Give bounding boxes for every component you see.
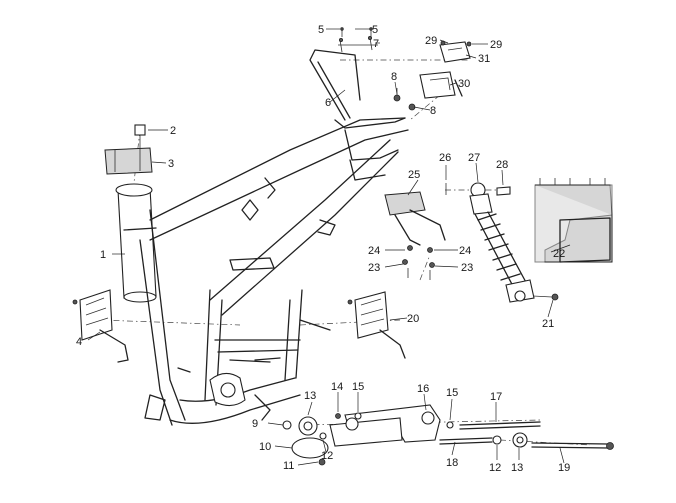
callout-label: 7 xyxy=(373,38,379,50)
callout-label: 5 xyxy=(318,24,324,36)
callout-label: 4 xyxy=(76,336,82,348)
callout-label: 17 xyxy=(490,391,502,403)
callout-label: 27 xyxy=(468,152,480,164)
callout-label: 28 xyxy=(496,159,508,171)
assembly-lines xyxy=(99,59,591,446)
callout-label: 16 xyxy=(417,383,429,395)
main-frame xyxy=(115,117,446,426)
bolt-21 xyxy=(532,293,559,301)
callout-label: 24 xyxy=(459,245,471,257)
callout-label: 5 xyxy=(372,24,378,36)
callout-label: 12 xyxy=(321,450,333,462)
engine-hanger xyxy=(282,404,614,466)
callout-label: 22 xyxy=(553,248,565,260)
callout-label: 13 xyxy=(304,390,316,402)
callout-label: 3 xyxy=(168,158,174,170)
callout-labels: 5 5 6 7 8 8 9 10 11 12 12 13 13 14 15 15… xyxy=(76,24,570,474)
callout-label: 23 xyxy=(461,262,473,274)
rear-shock xyxy=(445,182,535,303)
top-bracket xyxy=(419,40,472,99)
callout-label: 13 xyxy=(511,462,523,474)
callout-label: 8 xyxy=(430,105,436,117)
callout-label: 10 xyxy=(259,441,271,453)
callout-label: 1 xyxy=(100,249,106,261)
callout-label: 2 xyxy=(170,125,176,137)
footrest-right xyxy=(347,291,406,359)
callout-label: 24 xyxy=(368,245,380,257)
callout-label: 26 xyxy=(439,152,451,164)
callout-label: 20 xyxy=(407,313,419,325)
callout-label: 15 xyxy=(446,387,458,399)
callout-label: 21 xyxy=(542,318,554,330)
callout-label: 15 xyxy=(352,381,364,393)
callout-label: 8 xyxy=(391,71,397,83)
callout-label: 14 xyxy=(331,381,343,393)
footrest-left xyxy=(72,289,129,363)
callout-label: 9 xyxy=(252,418,258,430)
support-bar xyxy=(309,36,378,121)
callout-label: 29 xyxy=(490,39,502,51)
steering-bracket xyxy=(104,124,153,175)
bolts-23-24 xyxy=(402,245,435,280)
callout-label: 11 xyxy=(283,460,294,472)
callout-label: 18 xyxy=(446,457,458,469)
inner-mudguard xyxy=(534,178,613,263)
bolts-8 xyxy=(393,88,416,111)
callout-label: 12 xyxy=(489,462,501,474)
callout-label: 29 xyxy=(425,35,437,47)
callout-label: 23 xyxy=(368,262,380,274)
callout-label: 25 xyxy=(408,169,420,181)
hardware-marks xyxy=(340,27,373,37)
callout-label: 19 xyxy=(558,462,570,474)
callout-label: 30 xyxy=(458,78,470,90)
leader-lines xyxy=(87,28,571,466)
callout-label: 6 xyxy=(325,97,331,109)
callout-label: 31 xyxy=(478,53,490,65)
